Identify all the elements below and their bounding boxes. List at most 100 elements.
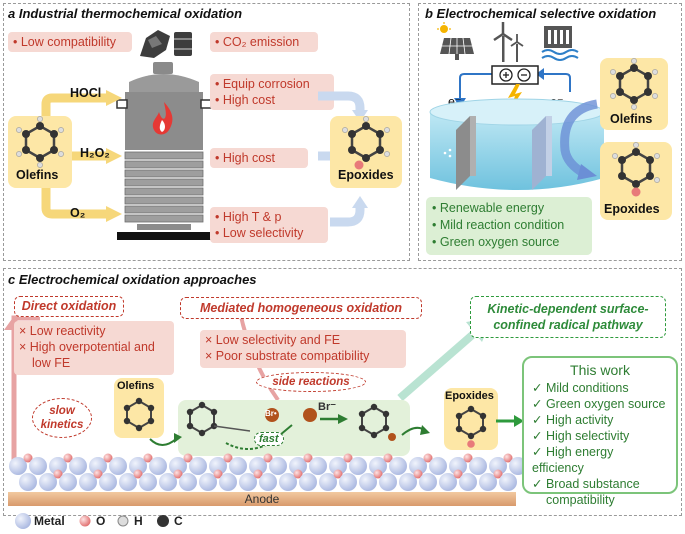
kinetics-line: kinetics xyxy=(40,419,84,431)
metal-atom xyxy=(239,473,257,491)
kinetic-line-1: Kinetic-dependent surface- xyxy=(487,302,649,316)
metal-atom xyxy=(419,473,437,491)
metal-atom xyxy=(169,457,187,475)
metal-atom xyxy=(39,473,57,491)
benefit-renewable: • Renewable energy xyxy=(432,201,545,215)
olefins-label-c: Olefins xyxy=(117,380,155,392)
direct-low-fe: low FE xyxy=(32,356,71,370)
epoxides-label-a: Epoxides xyxy=(338,168,394,182)
metal-atom xyxy=(389,457,407,475)
low-compatibility-note: • Low compatibility xyxy=(8,32,132,52)
direct-low-reactivity: × Low reactivity xyxy=(19,324,106,338)
metal-atom xyxy=(219,473,237,491)
metal-atom xyxy=(349,457,367,475)
olefins-label-b: Olefins xyxy=(610,112,653,126)
metal-atom xyxy=(29,457,47,475)
this-work-title: This work xyxy=(570,362,630,378)
hydro-dam-icon xyxy=(541,26,579,61)
epoxides-box-c xyxy=(444,388,498,450)
metal-atom xyxy=(379,473,397,491)
metal-atom xyxy=(469,457,487,475)
oxygen-atom xyxy=(423,453,433,463)
legend-metal-label: Metal xyxy=(34,514,65,528)
power-circuit xyxy=(454,65,571,110)
metal-atom xyxy=(429,457,447,475)
reaction-intermediates xyxy=(149,401,430,450)
br-radical-label: Br• xyxy=(265,409,277,418)
work-item: ✓ Broad substance xyxy=(532,477,640,491)
oxygen-atom xyxy=(93,469,103,479)
work-item: ✓ Mild conditions xyxy=(532,381,629,395)
epoxide-molecule-icon xyxy=(612,142,660,197)
metal-atom xyxy=(279,473,297,491)
metal-atom xyxy=(69,457,87,475)
oxygen-atom xyxy=(503,453,513,463)
metal-surface xyxy=(9,453,527,491)
co2-emission-note: • CO₂ emission xyxy=(210,32,318,52)
metal-atom xyxy=(359,473,377,491)
metal-atom xyxy=(479,473,497,491)
high-tp-note: • High T & p • Low selectivity xyxy=(210,207,328,243)
olefins-label-a: Olefins xyxy=(16,168,59,182)
metal-atom xyxy=(109,457,127,475)
benefits-box: • Renewable energy • Mild reaction condi… xyxy=(426,197,592,255)
anode-bar: Anode xyxy=(8,492,516,506)
olefin-molecule-icon xyxy=(123,397,155,432)
high-cost-note: • High cost xyxy=(210,148,308,168)
metal-atom xyxy=(99,473,117,491)
cycle-arrow xyxy=(560,99,598,180)
wind-turbine-icon xyxy=(493,22,524,62)
work-item: ✓ High selectivity xyxy=(532,429,630,443)
anode-label: Anode xyxy=(244,492,280,506)
metal-atom xyxy=(199,473,217,491)
metal-atom xyxy=(269,457,287,475)
epoxide-molecule-icon xyxy=(455,405,487,448)
epoxides-label-c: Epoxides xyxy=(445,390,494,402)
oxygen-atom xyxy=(213,469,223,479)
epoxides-label-b: Epoxides xyxy=(604,202,660,216)
metal-atom xyxy=(209,457,227,475)
equip-corrosion-line: • Equip corrosion xyxy=(215,77,310,91)
panel-a-title: a Industrial thermochemical oxidation xyxy=(8,6,243,21)
oxygen-atom xyxy=(453,469,463,479)
low-selectivity-line: • Low selectivity xyxy=(215,226,304,240)
metal-atom xyxy=(339,473,357,491)
olefin-molecule-icon xyxy=(16,116,64,168)
h2o2-label: H₂O₂ xyxy=(80,146,110,160)
panel-a xyxy=(3,3,410,261)
metal-atom xyxy=(189,457,207,475)
work-item: ✓ High activity xyxy=(532,413,614,427)
work-item: compatibility xyxy=(546,493,615,507)
solar-panel-icon xyxy=(437,22,474,60)
electrochemical-cell xyxy=(429,98,605,190)
legend-oxygen-icon xyxy=(79,515,91,527)
oxygen-atom xyxy=(143,453,153,463)
kinetic-line-2: confined radical pathway xyxy=(493,318,643,332)
oxygen-atom xyxy=(103,453,113,463)
metal-atom xyxy=(119,473,137,491)
direct-high-overpotential: × High overpotential and xyxy=(19,340,155,354)
metal-atom xyxy=(139,473,157,491)
metal-atom xyxy=(159,473,177,491)
benefit-mild: • Mild reaction condition xyxy=(432,218,565,232)
metal-atom xyxy=(489,457,507,475)
benefit-green-oxygen: • Green oxygen source xyxy=(432,235,560,249)
metal-atom xyxy=(59,473,77,491)
metal-atom xyxy=(459,473,477,491)
mediated-oxidation-notes: × Low selectivity and FE × Poor substrat… xyxy=(200,330,406,368)
metal-atom xyxy=(89,457,107,475)
metal-atom xyxy=(399,473,417,491)
metal-atom xyxy=(49,457,67,475)
side-reactions-label: side reactions xyxy=(256,372,366,392)
equip-high-cost-line: • High cost xyxy=(215,93,275,107)
oxygen-atom xyxy=(373,469,383,479)
metal-atom xyxy=(309,457,327,475)
br-anion-label: Br⁻ xyxy=(318,401,337,413)
oxygen-atom xyxy=(23,453,33,463)
metal-atom xyxy=(299,473,317,491)
oxygen-atom xyxy=(343,453,353,463)
this-work-box: This work ✓ Mild conditions ✓ Green oxyg… xyxy=(522,356,678,507)
oxygen-atom xyxy=(263,453,273,463)
metal-atom xyxy=(369,457,387,475)
legend-hydrogen-icon xyxy=(117,515,129,527)
